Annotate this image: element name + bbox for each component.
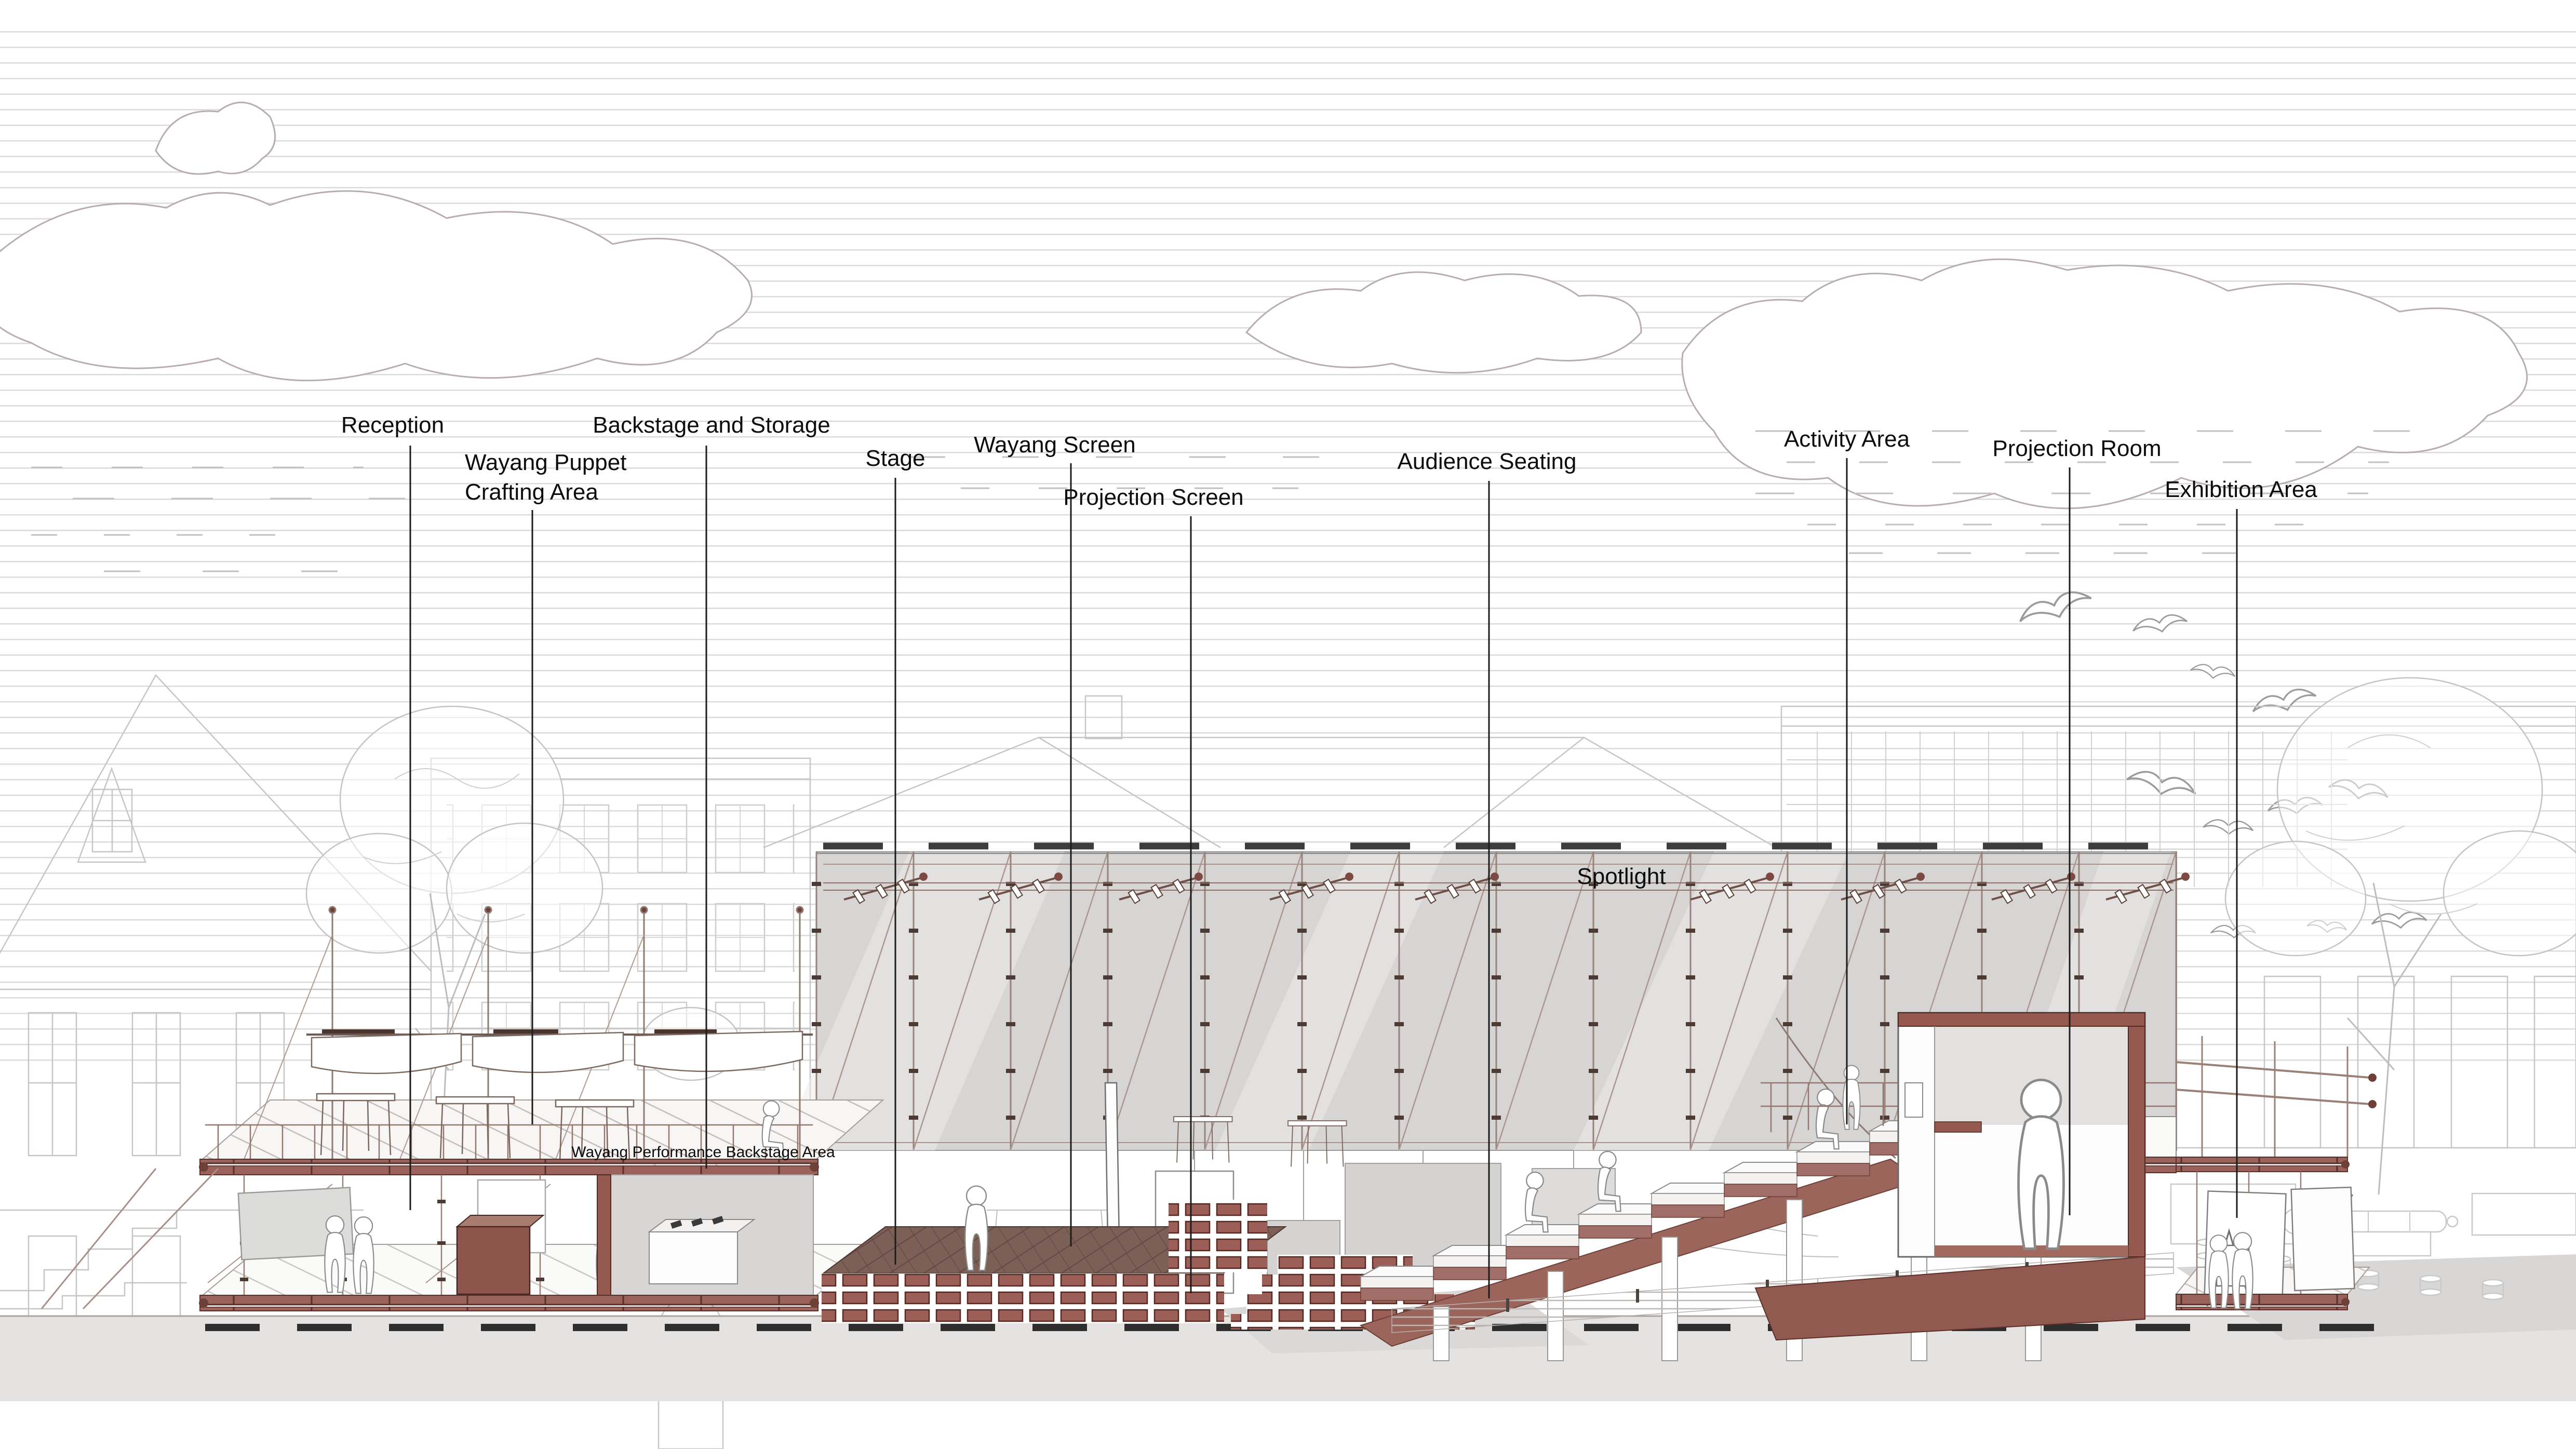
bg-terrace-steps: [0, 1210, 187, 1310]
projector-window: [1904, 1082, 1923, 1118]
stage-pallet-stack: [822, 1273, 1224, 1323]
label-projection-room: Projection Room: [1992, 436, 2161, 461]
slab-end-cap: [199, 1162, 208, 1172]
label-exhibition-area: Exhibition Area: [2165, 477, 2317, 502]
label-wayang-puppet-line1: Wayang Puppet: [465, 450, 626, 475]
slab-end-cap: [199, 1298, 208, 1308]
cloud-large-right: [1681, 258, 2528, 509]
projection-room-floor: [1935, 1245, 2128, 1257]
display-panel: [237, 1187, 354, 1260]
cloud-hatch-dashes: [31, 430, 2410, 572]
label-activity-area: Activity Area: [1784, 426, 1910, 452]
projection-room-jamb: [2128, 1026, 2145, 1257]
label-audience-seating: Audience Seating: [1398, 449, 1577, 474]
label-projection-screen: Projection Screen: [1063, 485, 1243, 510]
label-wayang-performance-backstage-area: Wayang Performance Backstage Area: [571, 1144, 835, 1161]
exhibition-panel: [2290, 1186, 2355, 1292]
exhibition-lower-slab: [2176, 1294, 2348, 1310]
cloud-small: [155, 101, 276, 175]
cloud-middle: [1245, 271, 1642, 374]
backstage-room: [597, 1174, 814, 1296]
projection-room-group: [1754, 1012, 2146, 1341]
reception-desk: [455, 1215, 545, 1295]
labels: Reception Backstage and Storage Wayang P…: [341, 412, 2317, 1161]
left-annex: [41, 906, 884, 1311]
projection-room-shelf: [1934, 1121, 1982, 1133]
label-reception: Reception: [341, 412, 444, 438]
leader-lines: [409, 446, 2238, 1298]
label-stage: Stage: [866, 446, 925, 471]
trees-right: [2224, 677, 2576, 1195]
spotlight-rail: [823, 871, 2191, 905]
slab-end-cap: [2341, 1298, 2350, 1306]
label-wayang-puppet-line2: Crafting Area: [465, 479, 598, 505]
projection-room-base: [1754, 1256, 2145, 1341]
label-spotlight: Spotlight: [1577, 864, 1666, 889]
exhibition-upper-slab: [2176, 1157, 2348, 1172]
label-backstage-and-storage: Backstage and Storage: [593, 412, 830, 438]
lower-floor-slab: [199, 1295, 819, 1311]
slab-end-cap: [2341, 1160, 2350, 1169]
clouds: [0, 101, 2528, 572]
exhibition-rails: [2176, 1036, 2377, 1157]
stage-area: [822, 1082, 1475, 1330]
upper-deck-planks: [203, 1100, 883, 1159]
stage-side-stack: [1169, 1200, 1267, 1272]
exhibition-area-group: [2175, 1036, 2377, 1310]
upper-floor-slab: [199, 1159, 819, 1175]
slab-end-cap: [810, 1298, 819, 1308]
tree-left: [305, 705, 603, 1159]
label-wayang-screen: Wayang Screen: [974, 432, 1135, 458]
slab-end-cap: [810, 1162, 819, 1172]
projection-room-roof-beam: [1898, 1012, 2145, 1027]
canopy-awnings: [306, 1029, 813, 1075]
plaza-bench: [2471, 1192, 2576, 1236]
cloud-large-left: [0, 190, 753, 382]
